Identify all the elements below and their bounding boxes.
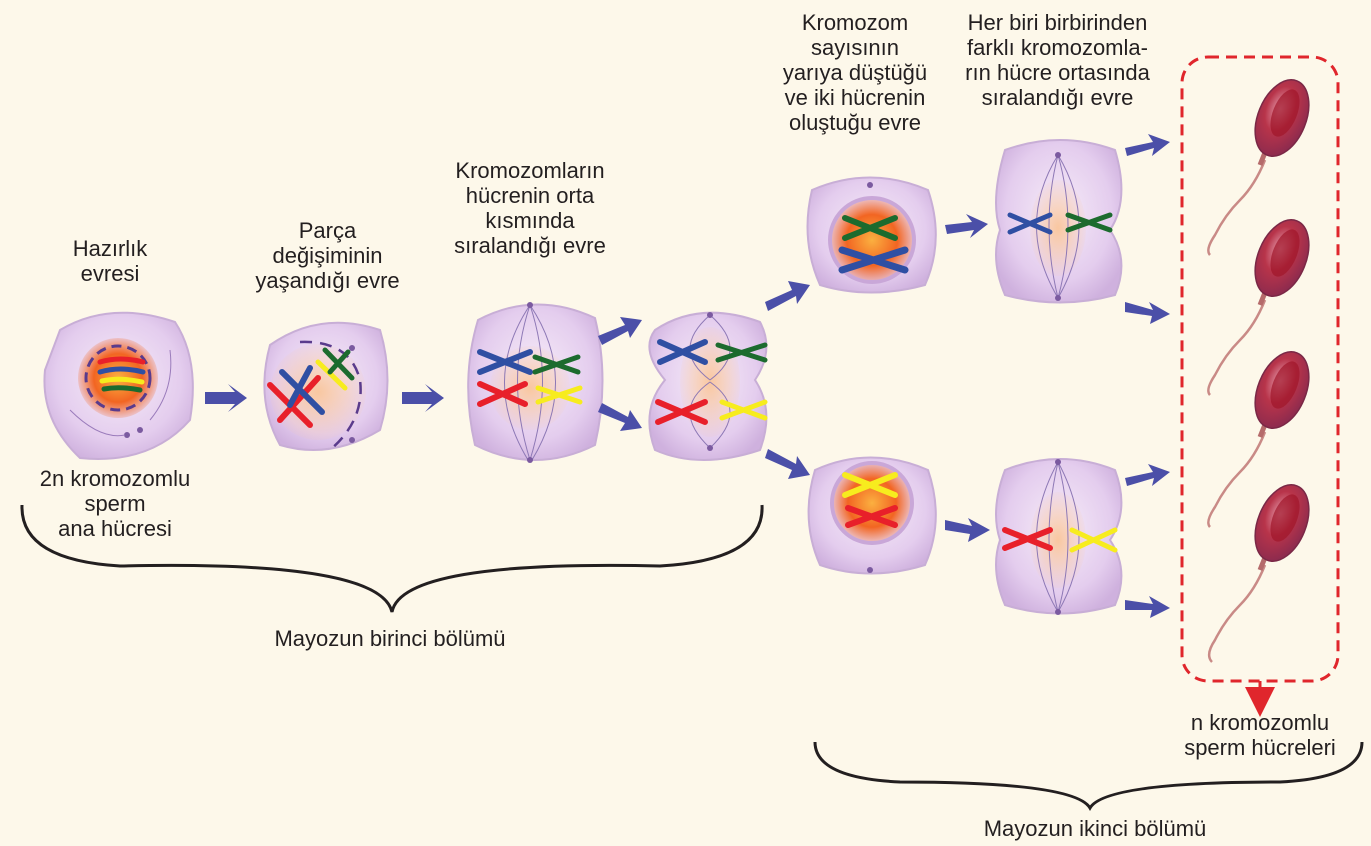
arrow-to-sperm-3 [1125, 464, 1170, 486]
sperm-cell [1207, 219, 1310, 396]
arrow-metaphase-to-division-down [598, 403, 642, 431]
arrow-bottom-to-metaphase2 [945, 518, 990, 542]
meiosis-one-brace [20, 504, 764, 613]
arrow-top-to-metaphase2 [945, 214, 988, 238]
arrow-to-sperm-1 [1125, 134, 1170, 156]
arrow-to-sperm-4 [1125, 596, 1170, 618]
sperm-cell [1207, 79, 1310, 256]
arrow-prep-to-crossover [205, 384, 247, 412]
meiosis-one-title: Mayozun birinci bölümü [274, 626, 506, 651]
arrow-division-to-bottom [765, 449, 810, 479]
dividing-cell [648, 311, 768, 461]
meiosis-two-title: Mayozun ikinci bölümü [983, 816, 1207, 841]
daughter-cell-top [806, 176, 937, 294]
arrow-to-sperm-2 [1125, 302, 1170, 324]
metaphase-two-cell-bottom [995, 458, 1123, 615]
metaphase-two-cell-top [995, 139, 1123, 304]
meiosis-two-brace [813, 741, 1364, 811]
daughter-cell-bottom [807, 456, 937, 575]
sperm-cell [1207, 484, 1310, 663]
arrow-crossover-to-metaphase [402, 384, 444, 412]
arrow-metaphase-to-division-up [598, 317, 642, 345]
sperm-cell [1207, 351, 1310, 528]
crossover-cell [263, 321, 389, 451]
arrows [205, 134, 1170, 618]
metaphase-one-cell [467, 302, 604, 463]
arrow-division-to-top [765, 281, 810, 311]
mother-cell [43, 311, 194, 460]
